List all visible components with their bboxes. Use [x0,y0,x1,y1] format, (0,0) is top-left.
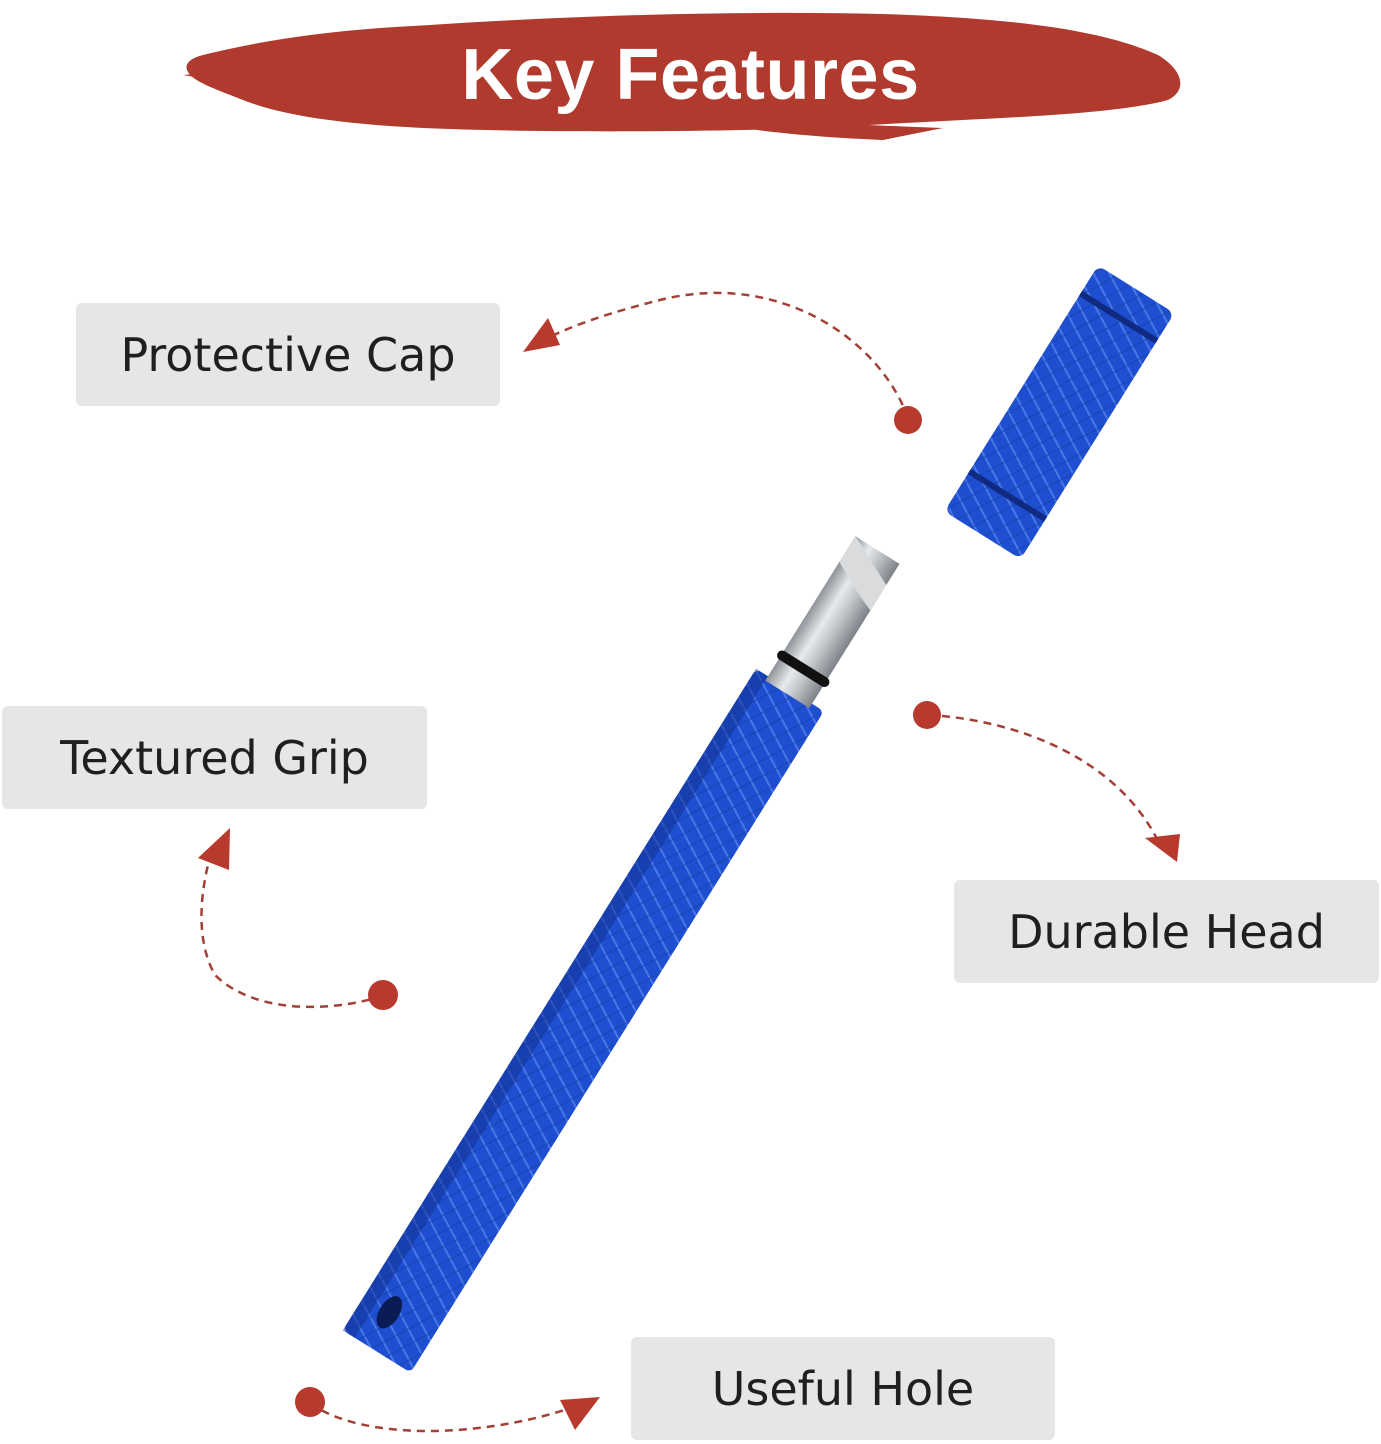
feature-label-text: Useful Hole [711,1361,975,1416]
feature-label-durable-head: Durable Head [954,880,1379,983]
protective-cap-part [947,268,1172,557]
callout-arrow-durable-head [927,713,1162,846]
feature-label-text: Protective Cap [120,327,456,382]
feature-label-textured-grip: Textured Grip [2,706,427,809]
callout-arrow-useful-hole [309,1401,581,1433]
feature-label-useful-hole: Useful Hole [631,1337,1055,1440]
callout-arrow-protective-cap [534,291,910,419]
handle-body [342,668,822,1371]
feature-label-text: Textured Grip [60,730,369,785]
feature-label-protective-cap: Protective Cap [76,303,500,406]
banner-brush-stroke [183,12,1181,140]
steel-tip [765,536,900,709]
page-title: Key Features [461,35,920,115]
callout-arrow-textured-grip [200,849,384,1009]
feature-label-text: Durable Head [1008,904,1325,959]
